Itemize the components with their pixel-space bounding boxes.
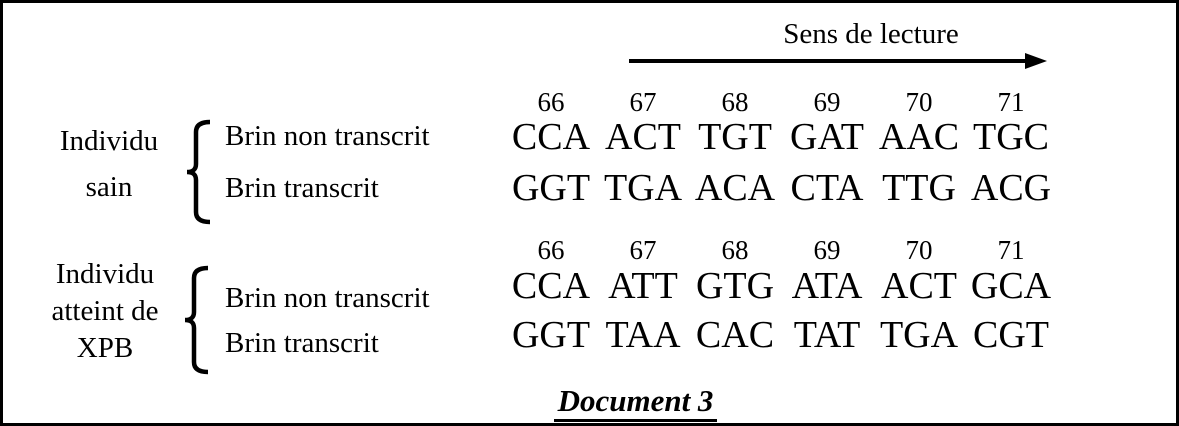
strand-label-transcribed: Brin transcrit (225, 172, 379, 204)
codon: CAC (695, 314, 775, 356)
codon: ACT (605, 116, 681, 158)
codon: ACT (881, 265, 957, 307)
reading-direction-label: Sens de lecture (783, 18, 959, 50)
codon: TGA (603, 167, 683, 209)
codon-position: 66 (537, 235, 565, 265)
codon: CCA (511, 265, 591, 307)
codon: CGT (973, 314, 1049, 356)
codon: GGT (511, 167, 591, 209)
codon: TAT (793, 314, 861, 356)
non-transcribed-sequence: CCA ACT TGT GAT AAC TGC (505, 118, 1061, 156)
codon: TGT (698, 116, 772, 158)
codon: GGT (511, 314, 591, 356)
codon-position: 70 (905, 87, 933, 117)
codon-position: 67 (629, 235, 657, 265)
codon-position-row: 66 67 68 69 70 71 (505, 89, 1061, 116)
individual-label-line: Individu (55, 258, 155, 290)
codon: TGA (879, 314, 959, 356)
codon-position: 68 (721, 87, 749, 117)
codon: ACA (694, 167, 776, 209)
codon-position: 71 (997, 87, 1025, 117)
codon: GAT (790, 116, 864, 158)
arrow-right-icon (629, 53, 1047, 69)
individual-label-xpb: Individu atteint de XPB (19, 256, 191, 367)
individual-label-line: XPB (76, 332, 134, 364)
codon: ATA (791, 265, 863, 307)
document-caption: Document 3 (3, 383, 1176, 422)
codon-position: 69 (813, 235, 841, 265)
codon: GTG (695, 265, 775, 307)
transcribed-sequence: GGT TAA CAC TAT TGA CGT (505, 316, 1061, 354)
transcribed-sequence: GGT TGA ACA CTA TTG ACG (505, 169, 1061, 207)
individual-label-line: atteint de (51, 295, 159, 327)
codon-position: 67 (629, 87, 657, 117)
codon: AAC (878, 116, 960, 158)
codon: TGC (973, 116, 1049, 158)
document-caption-text: Document 3 (553, 383, 718, 422)
individual-label-line: sain (85, 171, 133, 203)
codon: ATT (608, 265, 678, 307)
codon: CCA (511, 116, 591, 158)
codon: GCA (970, 265, 1052, 307)
codon: TTG (882, 167, 956, 209)
individual-label-line: Individu (59, 125, 159, 157)
brace-icon (184, 265, 209, 375)
brace-icon (186, 119, 211, 225)
strand-label-non-transcribed: Brin non transcrit (225, 120, 430, 152)
codon-position: 66 (537, 87, 565, 117)
non-transcribed-sequence: CCA ATT GTG ATA ACT GCA (505, 267, 1061, 305)
codon-position: 68 (721, 235, 749, 265)
codon-position: 69 (813, 87, 841, 117)
codon: TAA (605, 314, 681, 356)
codon-position: 71 (997, 235, 1025, 265)
codon: CTA (790, 167, 864, 209)
codon: ACG (970, 167, 1052, 209)
codon-position-row: 66 67 68 69 70 71 (505, 237, 1061, 264)
codon-position: 70 (905, 235, 933, 265)
strand-label-transcribed: Brin transcrit (225, 327, 379, 359)
strand-label-non-transcribed: Brin non transcrit (225, 282, 430, 314)
individual-label-healthy: Individu sain (27, 118, 191, 210)
